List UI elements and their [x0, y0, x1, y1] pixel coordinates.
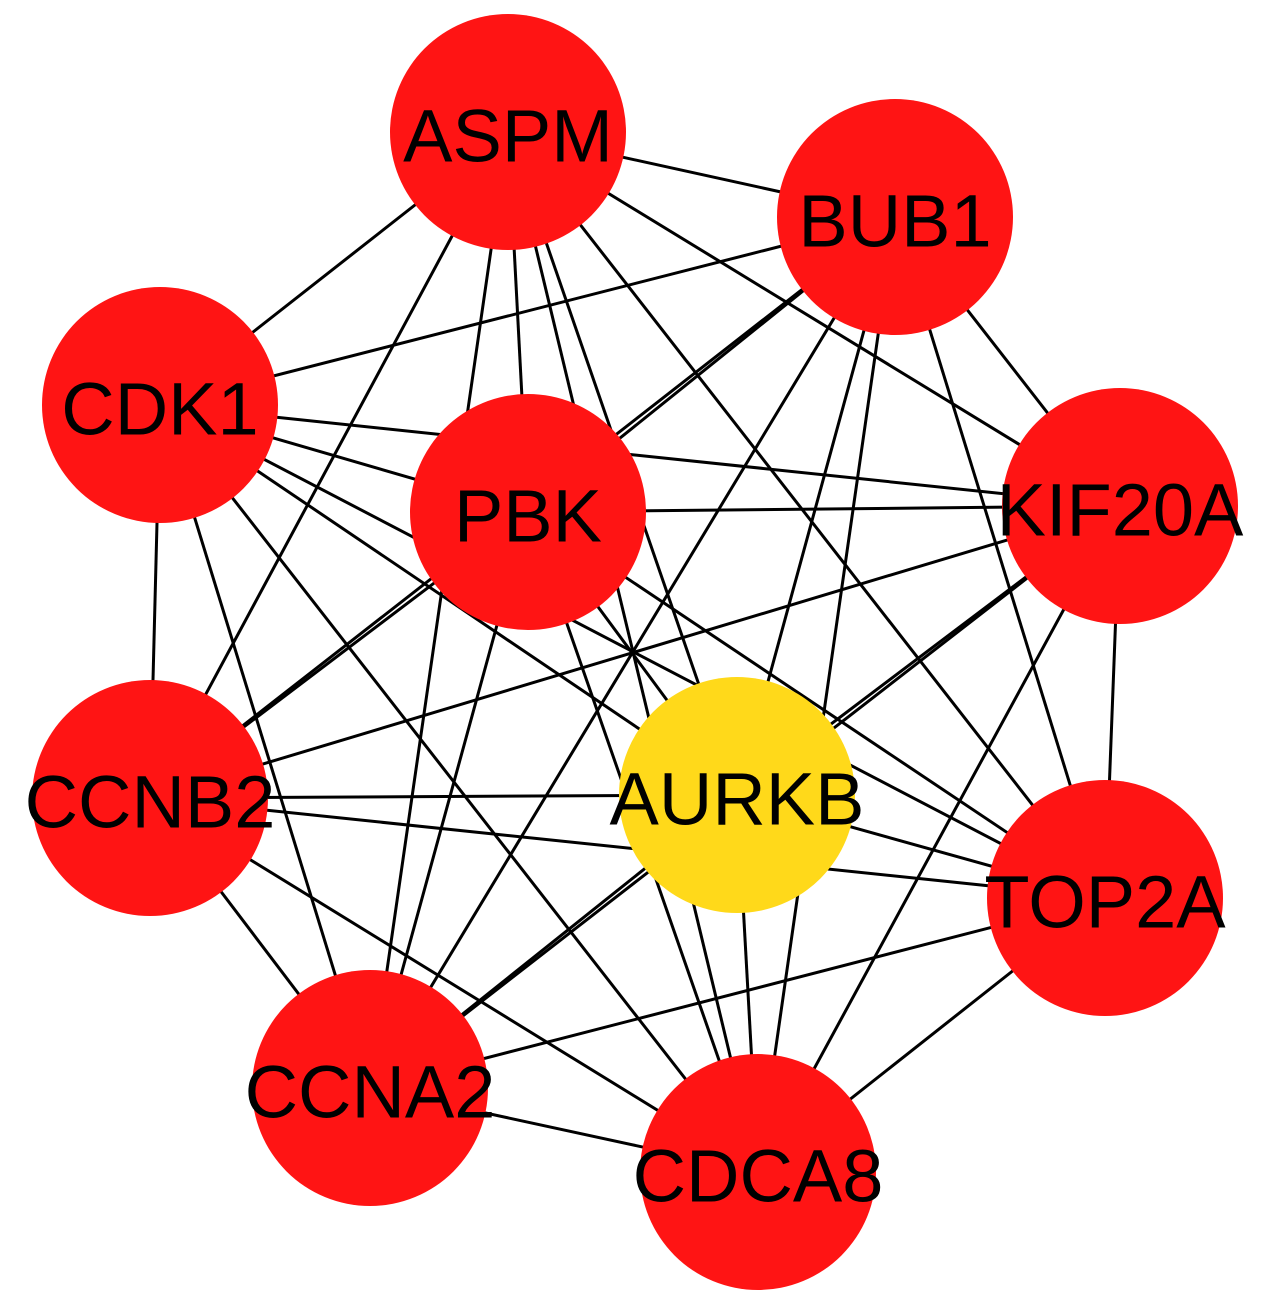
node-cdca8: CDCA8: [633, 1054, 884, 1290]
edge-bub1-top2a: [893, 216, 1107, 899]
edge-bub1-cdca8: [756, 216, 897, 1173]
node-kif20a: KIF20A: [997, 388, 1244, 624]
node-circle-ccna2: [252, 970, 488, 1206]
edge-aspm-ccnb2: [148, 131, 510, 799]
node-ccna2: CCNA2: [245, 970, 496, 1206]
node-label-aurkb: AURKB: [610, 758, 865, 841]
node-circle-aurkb: [619, 677, 855, 913]
node-circle-ccnb2: [32, 680, 268, 916]
node-label-ccna2: CCNA2: [245, 1051, 496, 1134]
node-circle-cdca8: [640, 1054, 876, 1290]
edge-cdk1-ccna2: [158, 404, 372, 1089]
edge-aspm-top2a: [506, 131, 1107, 899]
node-label-kif20a: KIF20A: [997, 469, 1244, 552]
node-aspm: ASPM: [390, 14, 626, 250]
node-bub1: BUB1: [777, 99, 1013, 335]
node-label-aspm: ASPM: [403, 95, 613, 178]
node-circle-top2a: [987, 780, 1223, 1016]
node-label-ccnb2: CCNB2: [25, 761, 276, 844]
node-circle-cdk1: [42, 287, 278, 523]
edge-cdk1-cdca8: [158, 404, 760, 1173]
node-circle-kif20a: [1002, 388, 1238, 624]
node-circle-pbk: [410, 394, 646, 630]
node-circle-aspm: [390, 14, 626, 250]
node-label-top2a: TOP2A: [984, 861, 1226, 944]
node-ccnb2: CCNB2: [25, 680, 276, 916]
node-pbk: PBK: [410, 394, 646, 630]
node-label-bub1: BUB1: [798, 180, 991, 263]
edge-aspm-ccna2: [368, 131, 510, 1089]
edge-bub1-cdk1: [159, 215, 896, 407]
edge-top2a-ccna2: [369, 896, 1106, 1090]
edge-aspm-kif20a: [507, 130, 1121, 508]
edge-kif20a-cdca8: [756, 505, 1122, 1173]
node-top2a: TOP2A: [984, 780, 1226, 1016]
node-label-cdca8: CDCA8: [633, 1135, 884, 1218]
node-label-pbk: PBK: [454, 475, 602, 558]
node-circle-bub1: [777, 99, 1013, 335]
node-cdk1: CDK1: [42, 287, 278, 523]
edge-kif20a-ccnb2: [149, 504, 1121, 800]
node-aurkb: AURKB: [610, 677, 865, 913]
edge-ccnb2-cdca8: [149, 796, 759, 1174]
edge-cdk1-kif20a: [159, 403, 1121, 508]
edge-ccnb2-top2a: [149, 796, 1106, 900]
node-label-cdk1: CDK1: [61, 368, 258, 451]
